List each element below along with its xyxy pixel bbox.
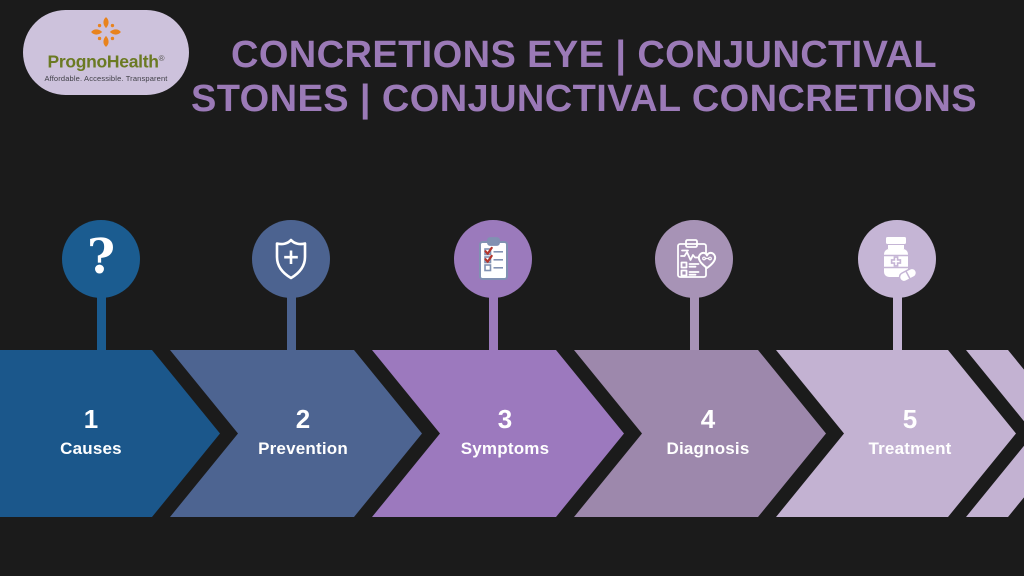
logo-name: PrognoHealth bbox=[47, 51, 159, 72]
step-number: 5 bbox=[902, 404, 918, 434]
step-3-icon-circle bbox=[454, 220, 532, 298]
step-3-connector bbox=[489, 296, 498, 352]
step-label: Diagnosis bbox=[666, 439, 750, 458]
step-label: Symptoms bbox=[460, 439, 550, 458]
step-5-icon-circle bbox=[858, 220, 936, 298]
step-2-text: 2 Prevention bbox=[223, 404, 383, 459]
step-label: Prevention bbox=[258, 439, 348, 458]
question-mark-icon: ? bbox=[86, 229, 116, 285]
title-line-2: STONES | CONJUNCTIVAL CONCRETIONS bbox=[190, 78, 978, 120]
step-2-connector bbox=[287, 296, 296, 352]
shield-plus-icon bbox=[275, 238, 307, 280]
step-5-connector bbox=[893, 296, 902, 352]
checklist-clipboard-icon bbox=[479, 237, 508, 280]
step-number: 4 bbox=[700, 404, 716, 434]
step-number: 1 bbox=[83, 404, 99, 434]
step-5-text: 5 Treatment bbox=[830, 404, 990, 459]
page-title: CONCRETIONS EYE | CONJUNCTIVAL STONES | … bbox=[150, 33, 1018, 121]
title-line-1: CONCRETIONS EYE | CONJUNCTIVAL bbox=[231, 34, 937, 76]
step-3-text: 3 Symptoms bbox=[425, 404, 585, 459]
step-2-icon-circle bbox=[252, 220, 330, 298]
logo-tagline: Affordable. Accessible. Transparent bbox=[44, 74, 168, 84]
step-4-icon-circle bbox=[655, 220, 733, 298]
step-1-connector bbox=[97, 296, 106, 352]
step-number: 2 bbox=[295, 404, 311, 434]
step-1-text: 1 Causes bbox=[11, 404, 171, 459]
step-4-connector bbox=[690, 296, 699, 352]
step-1-icon-circle: ? bbox=[62, 220, 140, 298]
medicine-bottle-pill-icon bbox=[884, 237, 918, 283]
step-label: Causes bbox=[60, 439, 122, 458]
logo-name-row: PrognoHealth® bbox=[47, 50, 164, 72]
step-number: 3 bbox=[497, 404, 513, 434]
step-4-text: 4 Diagnosis bbox=[628, 404, 788, 459]
medical-report-heart-icon bbox=[677, 239, 717, 278]
registered-mark: ® bbox=[158, 54, 165, 63]
prognohealth-starburst-icon bbox=[91, 17, 121, 47]
prognohealth-logo: PrognoHealth® Affordable. Accessible. Tr… bbox=[23, 10, 189, 95]
step-label: Treatment bbox=[868, 439, 952, 458]
